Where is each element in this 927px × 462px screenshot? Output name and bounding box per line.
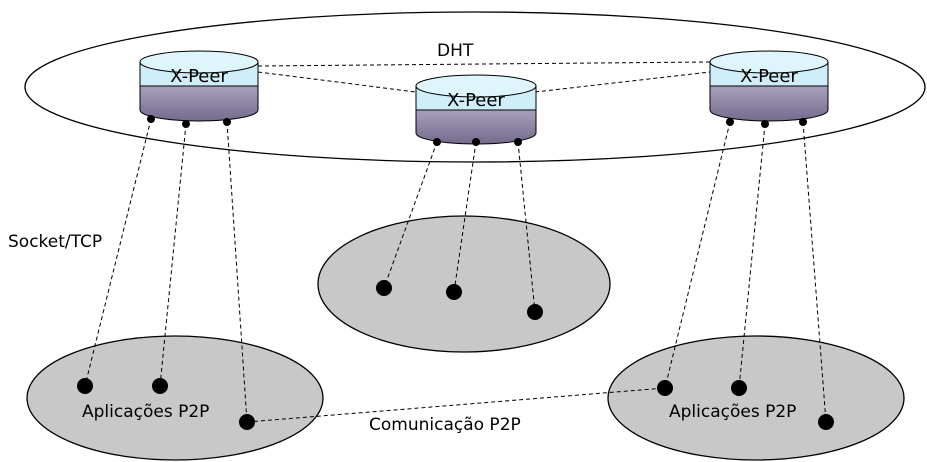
app-node bbox=[239, 414, 255, 430]
app-cluster-right bbox=[607, 335, 905, 461]
app-node bbox=[527, 304, 543, 320]
app-node bbox=[446, 284, 462, 300]
peer-ports bbox=[147, 115, 807, 146]
x-peer-node-center: X-Peer bbox=[415, 74, 537, 145]
p2p-communication-label: Comunicação P2P bbox=[369, 415, 521, 435]
dht-label: DHT bbox=[437, 41, 474, 61]
app-cluster-left bbox=[26, 335, 324, 461]
x-peer-label-right: X-Peer bbox=[740, 66, 798, 87]
dht-links bbox=[257, 61, 711, 93]
app-node bbox=[152, 378, 168, 394]
app-node bbox=[376, 280, 392, 296]
app-node bbox=[818, 414, 834, 430]
socket-tcp-connections bbox=[84, 118, 827, 423]
p2p-applications-label-left: Aplicações P2P bbox=[82, 402, 209, 422]
app-node bbox=[77, 378, 93, 394]
socket-tcp-label: Socket/TCP bbox=[8, 232, 102, 252]
x-peer-label-center: X-Peer bbox=[447, 90, 505, 111]
x-peer-node-right: X-Peer bbox=[709, 50, 829, 122]
app-node bbox=[731, 380, 747, 396]
x-peer-node-left: X-Peer bbox=[139, 50, 259, 122]
application-nodes bbox=[77, 280, 834, 430]
app-node bbox=[657, 380, 673, 396]
app-cluster-center bbox=[317, 215, 611, 353]
p2p-applications-label-right: Aplicações P2P bbox=[669, 402, 796, 422]
x-peer-label-left: X-Peer bbox=[170, 66, 228, 87]
